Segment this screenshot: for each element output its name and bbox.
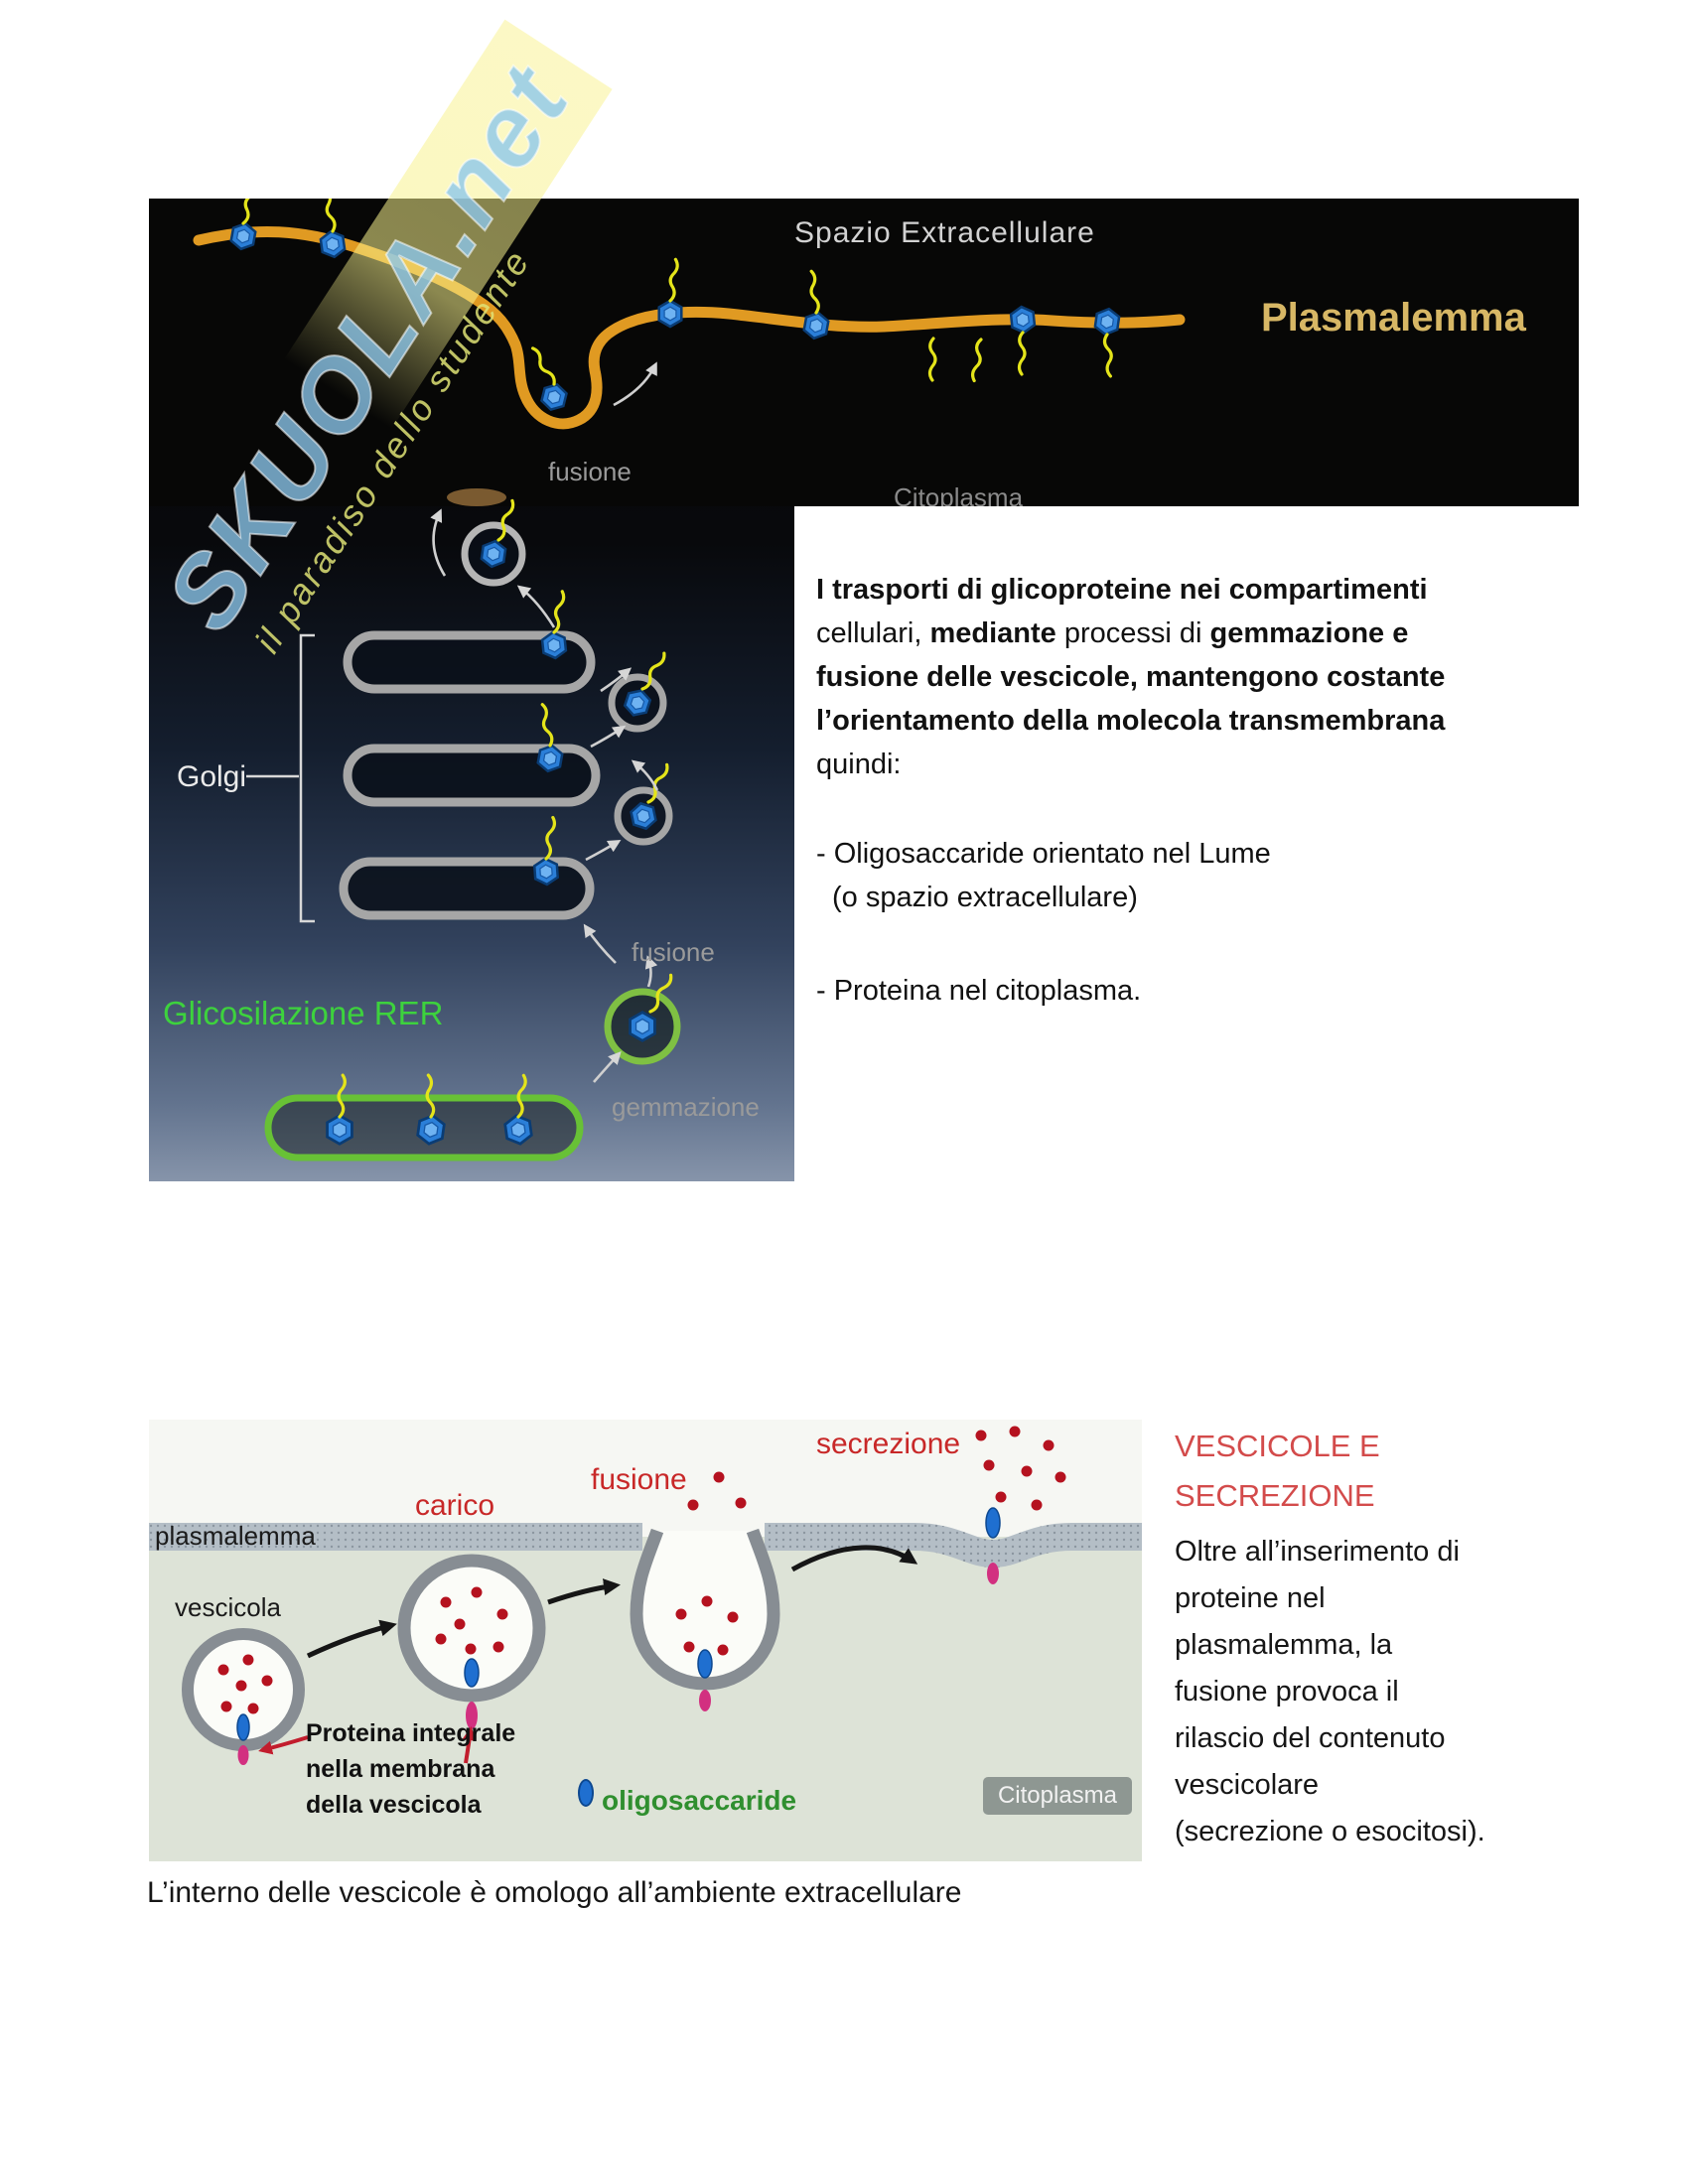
label-fusione-golgi: fusione [632,937,715,967]
text1-line4: l’orientamento della molecola transmembr… [816,705,1446,737]
bullet-oligosaccaride-cont: (o spazio extracellulare) [832,882,1138,913]
label-spazio-extracellulare: Spazio Extracellulare [794,216,1095,249]
text2-line2: proteine nel [1175,1582,1326,1614]
text1-line1: I trasporti di glicoproteine nei compart… [816,574,1428,606]
citoplasma-badge: Citoplasma [983,1777,1132,1815]
label-glicosilazione-rer: Glicosilazione RER [163,995,444,1031]
text2-line1: Oltre all’inserimento di [1175,1536,1460,1568]
heading-vescicole: VESCICOLE E [1175,1429,1380,1463]
label-plasmalemma-2: plasmalemma [155,1521,316,1551]
text1-line3: fusione delle vescicole, mantengono cost… [816,661,1446,693]
label-gemmazione: gemmazione [612,1092,760,1122]
label-golgi: Golgi [177,760,247,793]
vesicle-shapes [182,1528,780,1751]
plasma-membrane-band: Spazio Extracellulare Plasmalemma fusion… [149,199,1579,506]
cargo-dots [217,1426,1066,1714]
oligosaccharide-legend-icon [578,1779,594,1807]
text2-line6: vescicolare [1175,1769,1320,1801]
label-secrezione: secrezione [816,1428,961,1460]
fusion-arrow-icon [613,361,657,407]
transport-description-text: I trasporti di glicoproteine nei compart… [816,568,1591,1013]
label-proteina-line1: Proteina integrale [306,1719,516,1747]
text2-line5: rilascio del contenuto [1175,1722,1446,1754]
vesicle-2-carico [397,1554,546,1703]
plasmalemma-band [149,1523,1142,1569]
label-fusione: fusione [591,1463,687,1496]
label-carico: carico [415,1489,495,1522]
label-vescicola: vescicola [175,1592,281,1622]
text2-line7: (secrezione o esocitosi). [1175,1816,1485,1847]
label-citoplasma-clipped: Citoplasma [894,482,1024,506]
golgi-rer-svg [246,497,681,1161]
text1-line5: quindi: [816,749,902,780]
label-oligosaccaride: oligosaccaride [602,1785,797,1816]
golgi-rer-panel [149,496,794,1181]
text2-line4: fusione provoca il [1175,1676,1399,1707]
golgi-bracket [246,633,315,923]
footnote-text: L’interno delle vescicole è omologo all’… [147,1876,962,1909]
vesicle-glycoprotein-icons [326,538,659,1148]
vesicle-secretion-figure: secrezione fusione carico plasmalemma ve… [149,1420,1142,1861]
bullet-proteina: - Proteina nel citoplasma. [816,975,1142,1007]
text2-line3: plasmalemma, la [1175,1629,1393,1661]
stage-arrows [306,1545,918,1659]
integral-protein-icons [236,1507,1001,1765]
secretion-svg [149,1426,1142,1765]
heading-secrezione: SECREZIONE [1175,1478,1375,1513]
bullet-oligosaccaride: - Oligosaccaride orientato nel Lume [816,838,1271,870]
label-fusione-membrana: fusione [548,457,632,486]
text1-line2: cellulari, mediante processi di gemmazio… [816,617,1409,649]
label-proteina-line3: della vescicola [306,1791,482,1819]
protein-pointer-arrows [258,1726,477,1764]
fusing-vesicle-omega [630,1528,780,1691]
secretion-description-text: VESCICOLE E SECREZIONE Oltre all’inserim… [1175,1422,1612,1855]
label-plasmalemma: Plasmalemma [1261,296,1526,340]
label-proteina-line2: nella membrana [306,1755,495,1783]
